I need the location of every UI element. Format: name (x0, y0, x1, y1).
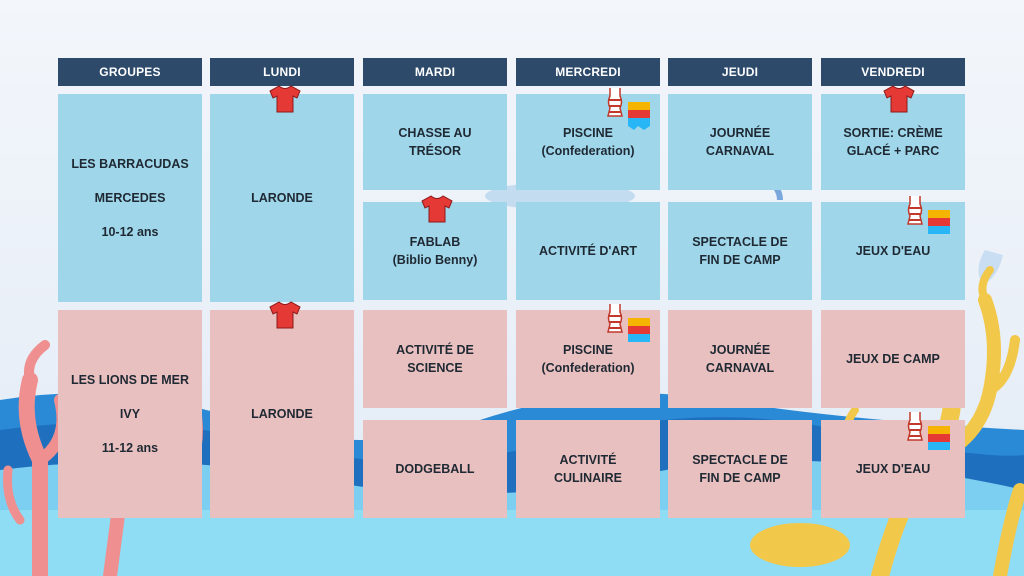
activity-label: LARONDE (251, 407, 313, 421)
activity-cell: JEUX DE CAMP (821, 310, 965, 408)
swimsuit-icon (907, 412, 950, 450)
group-leader: IVY (119, 407, 141, 421)
header-mercredi: MERCREDI (516, 58, 660, 86)
tshirt-icon (421, 195, 453, 223)
activity-cell: LARONDE (210, 310, 354, 518)
activity-label: SPECTACLE DE (692, 453, 788, 467)
activity-label: (Confederation) (541, 361, 635, 375)
group-name: LES LIONS DE MER (70, 373, 190, 387)
activity-cell: JOURNÉE CARNAVAL (668, 310, 812, 408)
activity-label: ACTIVITÉ D'ART (538, 244, 638, 258)
activity-cell: DODGEBALL (363, 420, 507, 518)
activity-label: CARNAVAL (705, 144, 775, 158)
activity-label: PISCINE (562, 343, 613, 357)
group-leader: MERCEDES (94, 191, 166, 205)
activity-label: CHASSE AU (398, 126, 472, 140)
activity-label: SPECTACLE DE (692, 235, 788, 249)
water-bottom (0, 510, 1024, 576)
activity-label: CARNAVAL (705, 361, 775, 375)
activity-label: FIN DE CAMP (699, 253, 781, 267)
group-name: LES BARRACUDAS (71, 157, 189, 171)
group-cell-barracudas: LES BARRACUDAS MERCEDES 10-12 ans (58, 94, 202, 302)
activity-label: FABLAB (409, 235, 461, 249)
tshirt-icon (883, 85, 915, 113)
swimsuit-icon (607, 304, 650, 342)
activity-cell: CHASSE AU TRÉSOR (363, 94, 507, 190)
activity-label: JEUX D'EAU (855, 462, 931, 476)
activity-label: (Confederation) (541, 144, 635, 158)
activity-cell: LARONDE (210, 94, 354, 302)
activity-label: TRÉSOR (408, 144, 462, 158)
activity-cell: SPECTACLE DE FIN DE CAMP (668, 420, 812, 518)
header-vendredi: VENDREDI (821, 58, 965, 86)
activity-label: JEUX D'EAU (855, 244, 931, 258)
activity-label: DODGEBALL (395, 462, 475, 476)
activity-label: JEUX DE CAMP (846, 352, 940, 366)
header-mardi: MARDI (363, 58, 507, 86)
activity-cell: JOURNÉE CARNAVAL (668, 94, 812, 190)
activity-cell: FABLAB (Biblio Benny) (363, 202, 507, 300)
activity-label: ACTIVITÉ (559, 453, 617, 467)
activity-cell: ACTIVITÉ DE SCIENCE (363, 310, 507, 408)
activity-cell: SPECTACLE DE FIN DE CAMP (668, 202, 812, 300)
activity-label: LARONDE (251, 191, 313, 205)
activity-label: PISCINE (562, 126, 613, 140)
activity-cell: SORTIE: CRÈME GLACÉ + PARC (821, 94, 965, 190)
activity-label: ACTIVITÉ DE (396, 343, 474, 357)
header-groupes: GROUPES (58, 58, 202, 86)
activity-cell: ACTIVITÉ D'ART (516, 202, 660, 300)
activity-label: (Biblio Benny) (392, 253, 478, 267)
swimsuit-icon (907, 196, 950, 234)
activity-label: JOURNÉE (709, 343, 771, 357)
activity-label: SORTIE: CRÈME (843, 126, 943, 140)
group-ages: 10-12 ans (101, 225, 159, 239)
activity-label: SCIENCE (407, 361, 463, 375)
group-cell-lions-de-mer: LES LIONS DE MER IVY 11-12 ans (58, 310, 202, 518)
activity-label: FIN DE CAMP (699, 471, 781, 485)
header-jeudi: JEUDI (668, 58, 812, 86)
swimsuit-icon (607, 88, 650, 130)
activity-label: GLACÉ + PARC (846, 144, 940, 158)
group-ages: 11-12 ans (101, 441, 159, 455)
tshirt-icon (269, 85, 301, 113)
activity-cell: ACTIVITÉ CULINAIRE (516, 420, 660, 518)
tshirt-icon (269, 301, 301, 329)
header-lundi: LUNDI (210, 58, 354, 86)
activity-label: CULINAIRE (553, 471, 623, 485)
activity-label: JOURNÉE (709, 126, 771, 140)
coral-yellow-blob (750, 523, 850, 567)
